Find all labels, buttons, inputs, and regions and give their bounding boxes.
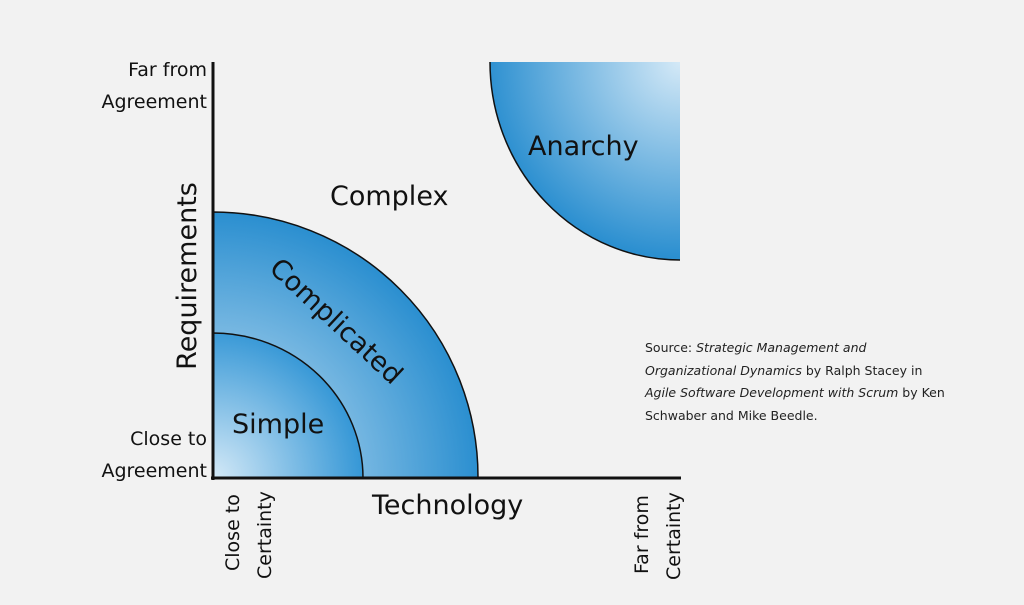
simple-region	[212, 332, 364, 479]
source-suffix-a: by Ken	[898, 385, 945, 400]
y-bottom-label-line1: Close to	[130, 428, 207, 450]
simple-label: Simple	[232, 409, 324, 440]
x-axis-title: Technology	[371, 490, 523, 521]
anarchy-region	[490, 62, 680, 260]
source-prefix: Source:	[645, 340, 697, 355]
y-bottom-label-line2: Agreement	[101, 460, 207, 482]
complex-label: Complex	[330, 181, 448, 212]
source-work1-a: Strategic Management and	[696, 340, 867, 355]
anarchy-label: Anarchy	[528, 131, 639, 162]
x-right-label-line1: Far from	[631, 495, 653, 574]
x-right-label-line2: Certainty	[663, 492, 685, 580]
source-work2: Agile Software Development with Scrum	[645, 385, 899, 400]
source-mid: by Ralph Stacey in	[801, 362, 923, 378]
x-left-label-line2: Certainty	[254, 491, 276, 579]
source-citation: Source: Strategic Management and Organiz…	[645, 337, 1015, 427]
source-suffix-b: Schwaber and Mike Beedle.	[645, 407, 818, 423]
y-top-label-line2: Agreement	[101, 91, 207, 113]
source-work1-b: Organizational Dynamics	[645, 362, 802, 378]
anarchy-boundary	[489, 61, 681, 261]
y-axis-title: Requirements	[172, 182, 203, 370]
y-top-label-line1: Far from	[128, 59, 207, 81]
x-left-label-line1: Close to	[222, 494, 244, 571]
